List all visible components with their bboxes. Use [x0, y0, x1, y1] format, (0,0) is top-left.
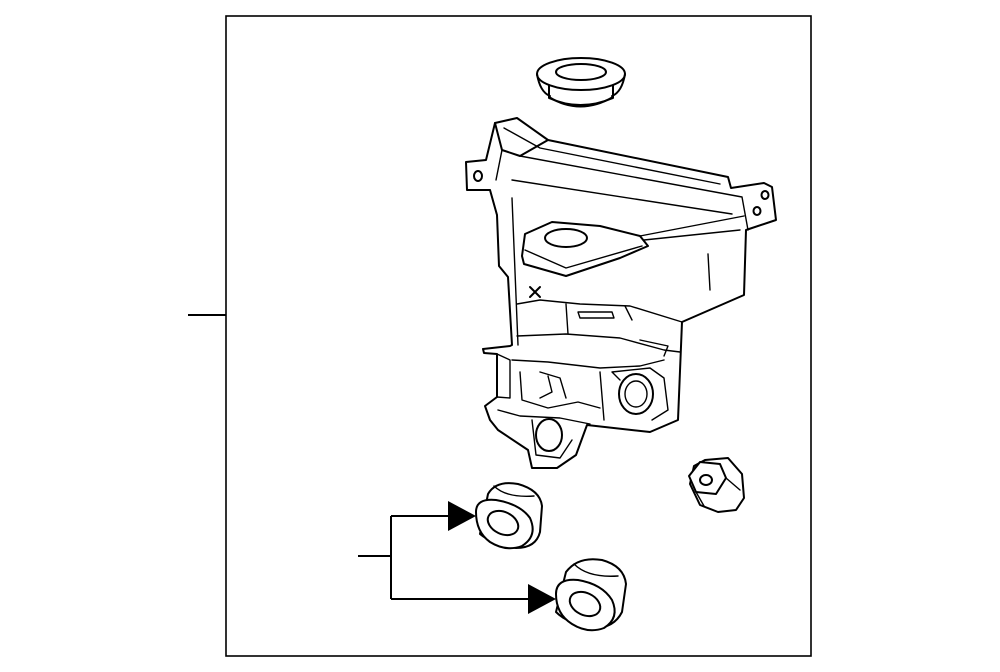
- grommet-callout: [358, 501, 556, 614]
- hex-nut-icon: [688, 457, 745, 513]
- grommet-icon: [475, 482, 543, 550]
- grommet-icon: [555, 558, 627, 632]
- cap-seal-icon: [536, 57, 626, 108]
- reservoir-tank-icon: [465, 117, 777, 469]
- diagram-frame: [225, 15, 812, 657]
- arrowhead-upper: [448, 501, 476, 531]
- arrowhead-lower: [528, 584, 556, 614]
